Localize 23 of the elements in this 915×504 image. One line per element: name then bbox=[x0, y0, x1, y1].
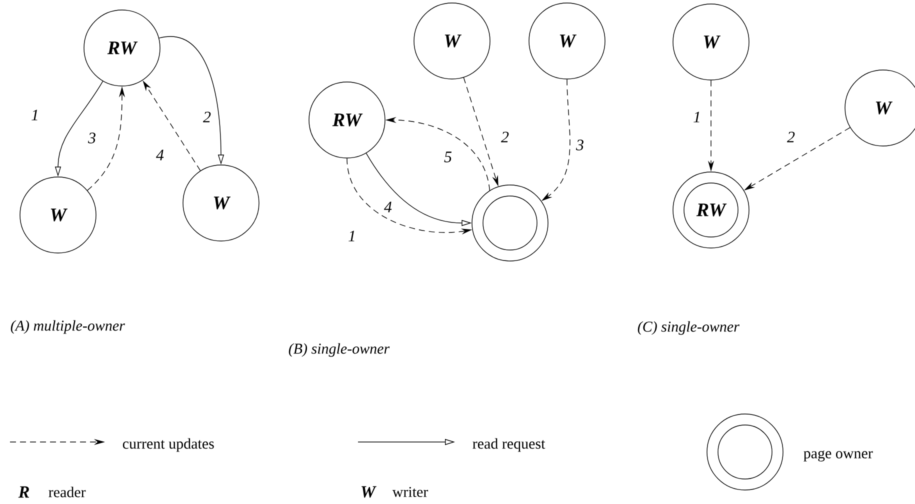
panel-caption: (C) single-owner bbox=[638, 321, 740, 335]
edge-label: 2 bbox=[500, 130, 510, 144]
edge-label: 4 bbox=[383, 200, 393, 214]
edge-label: 5 bbox=[443, 150, 453, 164]
edge-label: 1 bbox=[30, 108, 40, 122]
legend-symbol: W bbox=[362, 486, 376, 498]
edge-label: 1 bbox=[347, 230, 357, 242]
panel-caption: (A) multiple-owner bbox=[10, 320, 125, 334]
page-owner-circle bbox=[472, 184, 548, 262]
legend-text: page owner bbox=[804, 450, 873, 462]
legend-text: reader bbox=[48, 486, 86, 498]
legend-symbol: R bbox=[18, 486, 30, 498]
edge-label: 1 bbox=[692, 110, 702, 124]
edge-label: 3 bbox=[575, 138, 585, 152]
legend-text: read request bbox=[472, 438, 546, 452]
edge-label: 2 bbox=[202, 110, 212, 124]
legend-text: writer bbox=[392, 486, 428, 498]
panel-caption: (B) single-owner bbox=[288, 343, 390, 357]
legend-text: current updates bbox=[122, 438, 214, 452]
edge-label: 3 bbox=[87, 132, 97, 144]
page-owner-circle bbox=[706, 414, 784, 490]
edge-label: 2 bbox=[786, 130, 796, 144]
edge-label: 4 bbox=[155, 148, 165, 162]
